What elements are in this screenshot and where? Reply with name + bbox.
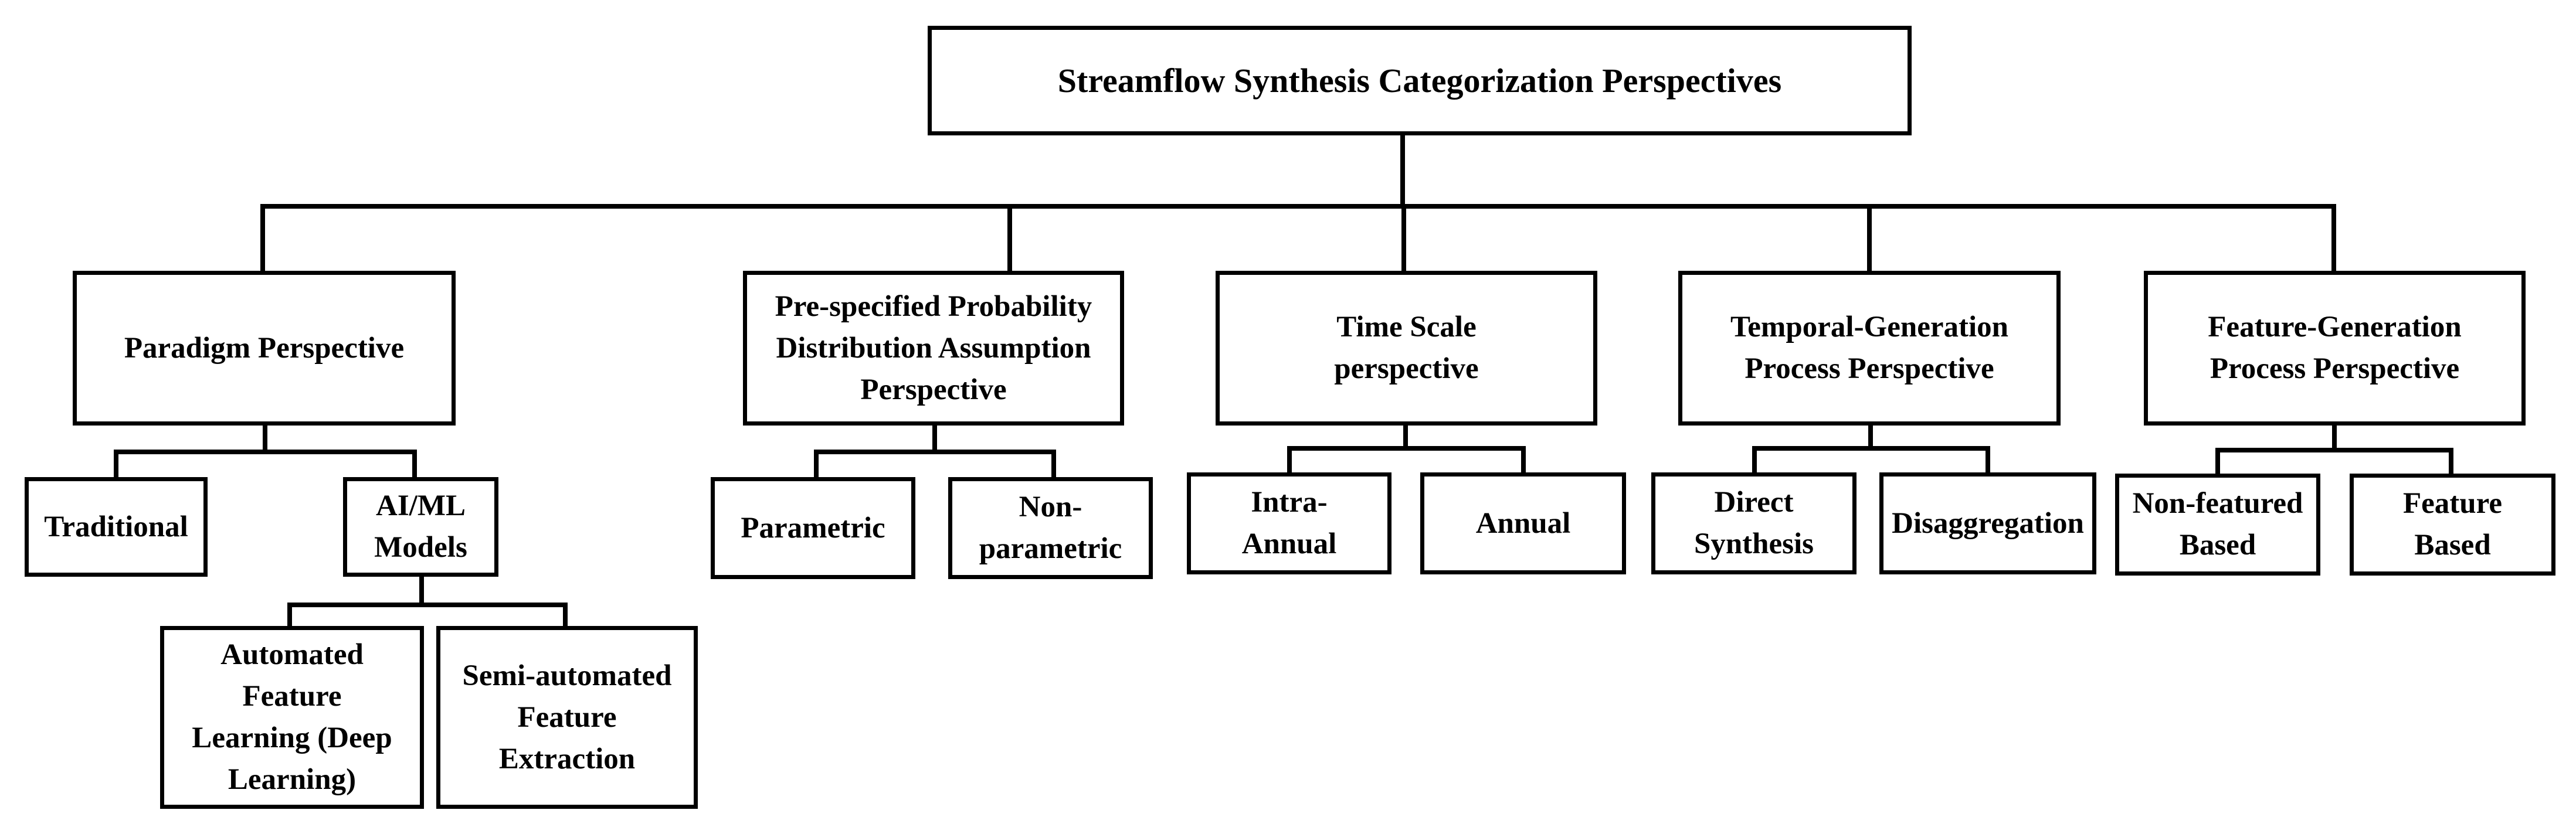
node-label: Automated	[220, 638, 364, 671]
node-label: Traditional	[44, 510, 188, 543]
node-label: Pre-specified Probability	[775, 290, 1092, 323]
node-label: Parametric	[741, 511, 885, 544]
node-label: Disaggregation	[1892, 506, 2084, 540]
ai-ml-models-node: AI/ML Models	[343, 477, 498, 577]
annual-node: Annual	[1420, 472, 1626, 574]
node-label: Direct	[1714, 486, 1794, 519]
node-label: Perspective	[860, 373, 1007, 406]
node-label: Paradigm Perspective	[124, 331, 405, 365]
traditional-node: Traditional	[25, 477, 208, 577]
intra-annual-node: Intra- Annual	[1187, 472, 1391, 574]
node-label: Temporal-Generation	[1730, 311, 2009, 343]
node-label: Intra-	[1251, 486, 1328, 519]
root-node: Streamflow Synthesis Categorization Pers…	[928, 26, 1912, 135]
parametric-node: Parametric	[711, 477, 915, 579]
node-label: parametric	[979, 532, 1122, 565]
disaggregation-node: Disaggregation	[1879, 472, 2096, 574]
node-label: Annual	[1241, 527, 1337, 560]
direct-synthesis-node: Direct Synthesis	[1651, 472, 1857, 574]
node-label: Non-featured	[2132, 487, 2303, 520]
node-label: Distribution Assumption	[776, 331, 1091, 365]
feature-based-node: Feature Based	[2350, 474, 2555, 576]
automated-feature-learning-node: Automated Feature Learning (Deep Learnin…	[160, 626, 424, 809]
time-scale-perspective-node: Time Scale perspective	[1216, 271, 1597, 426]
node-label: Process Perspective	[1745, 352, 1994, 385]
node-label: Time Scale	[1336, 311, 1477, 343]
node-label: Process Perspective	[2210, 352, 2460, 385]
node-label: Based	[2414, 529, 2491, 561]
node-label: Based	[2179, 529, 2256, 561]
node-label: Learning)	[228, 763, 357, 796]
node-label: Learning (Deep	[192, 722, 392, 754]
node-label: Annual	[1475, 506, 1571, 540]
non-parametric-node: Non- parametric	[948, 477, 1153, 579]
node-label: Non-	[1019, 491, 1082, 523]
node-label: Synthesis	[1693, 527, 1814, 560]
node-label: perspective	[1334, 352, 1479, 385]
distribution-assumption-perspective-node: Pre-specified Probability Distribution A…	[743, 271, 1124, 426]
node-label: AI/ML	[376, 489, 466, 522]
feature-generation-perspective-node: Feature-Generation Process Perspective	[2144, 271, 2526, 426]
node-label: Streamflow Synthesis Categorization Pers…	[1057, 62, 1782, 100]
paradigm-perspective-node: Paradigm Perspective	[73, 271, 456, 426]
node-label: Semi-automated	[462, 659, 672, 692]
node-label: Feature	[2403, 487, 2502, 520]
node-label: Feature	[242, 680, 342, 713]
node-label: Extraction	[498, 742, 636, 775]
non-featured-based-node: Non-featured Based	[2115, 474, 2320, 576]
semi-automated-feature-extraction-node: Semi-automated Feature Extraction	[436, 626, 698, 809]
node-label: Feature-Generation	[2208, 311, 2462, 343]
temporal-generation-perspective-node: Temporal-Generation Process Perspective	[1678, 271, 2061, 426]
node-label: Models	[374, 531, 467, 564]
node-label: Feature	[517, 700, 617, 734]
